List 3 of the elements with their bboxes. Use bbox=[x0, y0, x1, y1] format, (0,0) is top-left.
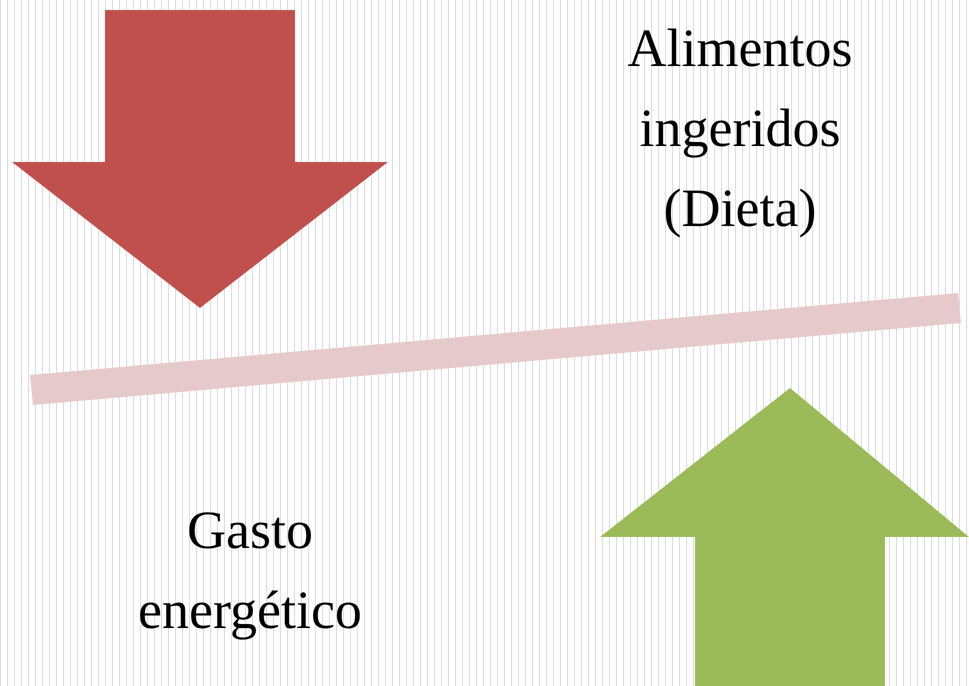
caption-text: Gasto energético bbox=[137, 499, 363, 642]
balance-beam bbox=[30, 293, 961, 405]
caption-text: Alimentos ingeridos (Dieta) bbox=[626, 17, 854, 240]
